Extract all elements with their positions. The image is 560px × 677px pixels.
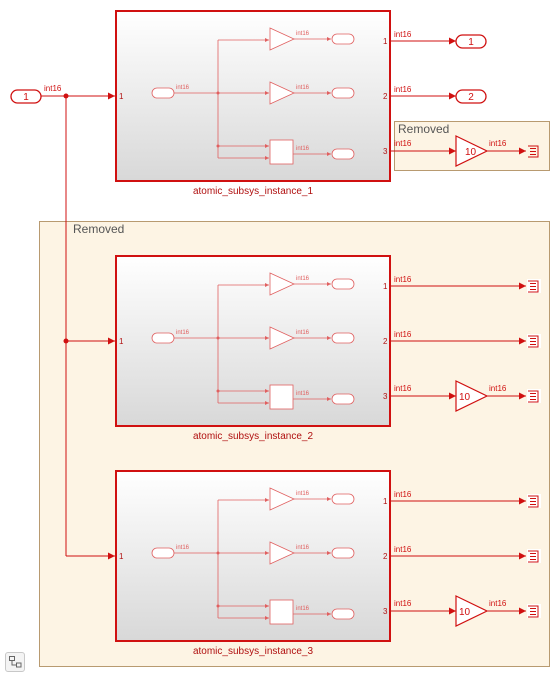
signal-type-label: int16 — [394, 85, 412, 94]
subsystem-block-1[interactable]: atomic_subsys_instance_11123int16int16in… — [115, 10, 391, 197]
gain-value: 10 — [465, 147, 477, 158]
inner-signal-type: int16 — [296, 491, 310, 497]
signal-type-label: int16 — [394, 545, 412, 554]
subsystem-output-port-label: 3 — [383, 607, 388, 616]
gain-value: 10 — [459, 392, 471, 403]
inner-signal-type: int16 — [296, 146, 310, 152]
inner-gain — [269, 326, 295, 350]
subsys2-outputs[interactable]: int16 int16 int16 int16 10 — [391, 275, 541, 412]
inner-outport — [331, 278, 355, 290]
inner-outport — [331, 608, 355, 620]
subsystem-output-port-label: 2 — [383, 337, 388, 346]
subsystem-input-port-label: 1 — [119, 337, 124, 346]
branch-point — [63, 93, 69, 99]
outport-block-1[interactable]: 1 — [455, 34, 487, 49]
signal-type-label: int16 — [394, 139, 412, 148]
subsystem-contents: int16 int16 int16 int16 — [151, 27, 355, 165]
terminator-block[interactable] — [527, 604, 541, 618]
inner-gain — [269, 272, 295, 296]
signal-type-label: int16 — [394, 30, 412, 39]
hierarchy-icon-button[interactable] — [5, 652, 25, 672]
subsystem-name: atomic_subsys_instance_1 — [193, 186, 314, 197]
outport-2-label: 2 — [468, 92, 474, 103]
signal-type-label: int16 — [394, 490, 412, 499]
inner-outport — [331, 493, 355, 505]
subsys3-outputs[interactable]: int16 int16 int16 int16 10 — [391, 490, 541, 627]
inner-outport — [331, 148, 355, 160]
hierarchy-icon — [9, 656, 22, 668]
subsystem-output-port-label: 2 — [383, 552, 388, 561]
inner-gain — [269, 541, 295, 565]
gain-value: 10 — [459, 607, 471, 618]
inner-gain — [269, 27, 295, 51]
terminator-block[interactable] — [528, 145, 539, 158]
gain-block[interactable]: 10 — [455, 380, 489, 412]
inner-signal-type: int16 — [176, 545, 190, 551]
subsystem-output-port-label: 2 — [383, 92, 388, 101]
terminator-block[interactable] — [527, 389, 541, 403]
inport-block[interactable]: 1 — [10, 89, 42, 104]
subsystem-name: atomic_subsys_instance_2 — [193, 431, 314, 442]
inport-signal-type: int16 — [44, 84, 62, 93]
subsystem-output-port-label: 1 — [383, 497, 388, 506]
subsystem-block-3[interactable]: atomic_subsys_instance_31123int16int16in… — [115, 470, 391, 657]
inner-gain — [269, 487, 295, 511]
inner-block — [269, 139, 294, 165]
inner-signal-type: int16 — [296, 31, 310, 37]
signal-type-label: int16 — [394, 330, 412, 339]
signal-type-label: int16 — [489, 599, 507, 608]
inner-signal-type: int16 — [296, 276, 310, 282]
inner-block — [269, 384, 294, 410]
subsystem-output-port-label: 3 — [383, 147, 388, 156]
inner-outport — [331, 547, 355, 559]
outport-block-2[interactable]: 2 — [455, 89, 487, 104]
inner-signal-type: int16 — [296, 606, 310, 612]
removed-area-large-title: Removed — [73, 222, 124, 236]
inner-signal-type: int16 — [296, 391, 310, 397]
outport-1-label: 1 — [468, 37, 474, 48]
signal-type-label: int16 — [489, 139, 507, 148]
signal-type-label: int16 — [394, 275, 412, 284]
inner-outport — [331, 33, 355, 45]
inner-block — [269, 599, 294, 625]
removed-area-small[interactable]: Removed — [394, 121, 550, 171]
inner-signal-type: int16 — [176, 85, 190, 91]
inner-inport — [151, 87, 175, 99]
inport-label: 1 — [23, 92, 29, 103]
signal-type-label: int16 — [394, 599, 412, 608]
subsystem-contents: int16 int16 int16 int16 — [151, 272, 355, 410]
terminator-block[interactable] — [527, 279, 541, 293]
terminator-block[interactable] — [527, 334, 541, 348]
subsystem-output-port-label: 1 — [383, 282, 388, 291]
inner-signal-type: int16 — [296, 330, 310, 336]
inner-gain — [269, 81, 295, 105]
removed-area-small-title: Removed — [398, 122, 449, 136]
gain-block[interactable]: 10 — [455, 595, 489, 627]
inner-signal-type: int16 — [176, 330, 190, 336]
inner-signal-type: int16 — [296, 85, 310, 91]
subsystem-input-port-label: 1 — [119, 552, 124, 561]
inner-outport — [331, 332, 355, 344]
branch-point — [63, 338, 69, 344]
inner-outport — [331, 87, 355, 99]
terminator-block[interactable] — [527, 494, 541, 508]
subsystem-contents: int16 int16 int16 int16 — [151, 487, 355, 625]
terminator-block[interactable] — [527, 549, 541, 563]
subsystem-output-port-label: 1 — [383, 37, 388, 46]
subsystem-block-2[interactable]: atomic_subsys_instance_21123int16int16in… — [115, 255, 391, 442]
inner-signal-type: int16 — [296, 545, 310, 551]
subsystem-input-port-label: 1 — [119, 92, 124, 101]
input-signal-lines[interactable] — [41, 92, 115, 560]
signal-type-label: int16 — [394, 384, 412, 393]
subsystem-output-port-label: 3 — [383, 392, 388, 401]
inner-outport — [331, 393, 355, 405]
subsystem-name: atomic_subsys_instance_3 — [193, 646, 314, 657]
subsys1-output-lines[interactable] — [391, 37, 526, 155]
gain-block[interactable]: 10 — [455, 135, 489, 167]
inner-inport — [151, 332, 175, 344]
inner-inport — [151, 547, 175, 559]
signal-type-label: int16 — [489, 384, 507, 393]
